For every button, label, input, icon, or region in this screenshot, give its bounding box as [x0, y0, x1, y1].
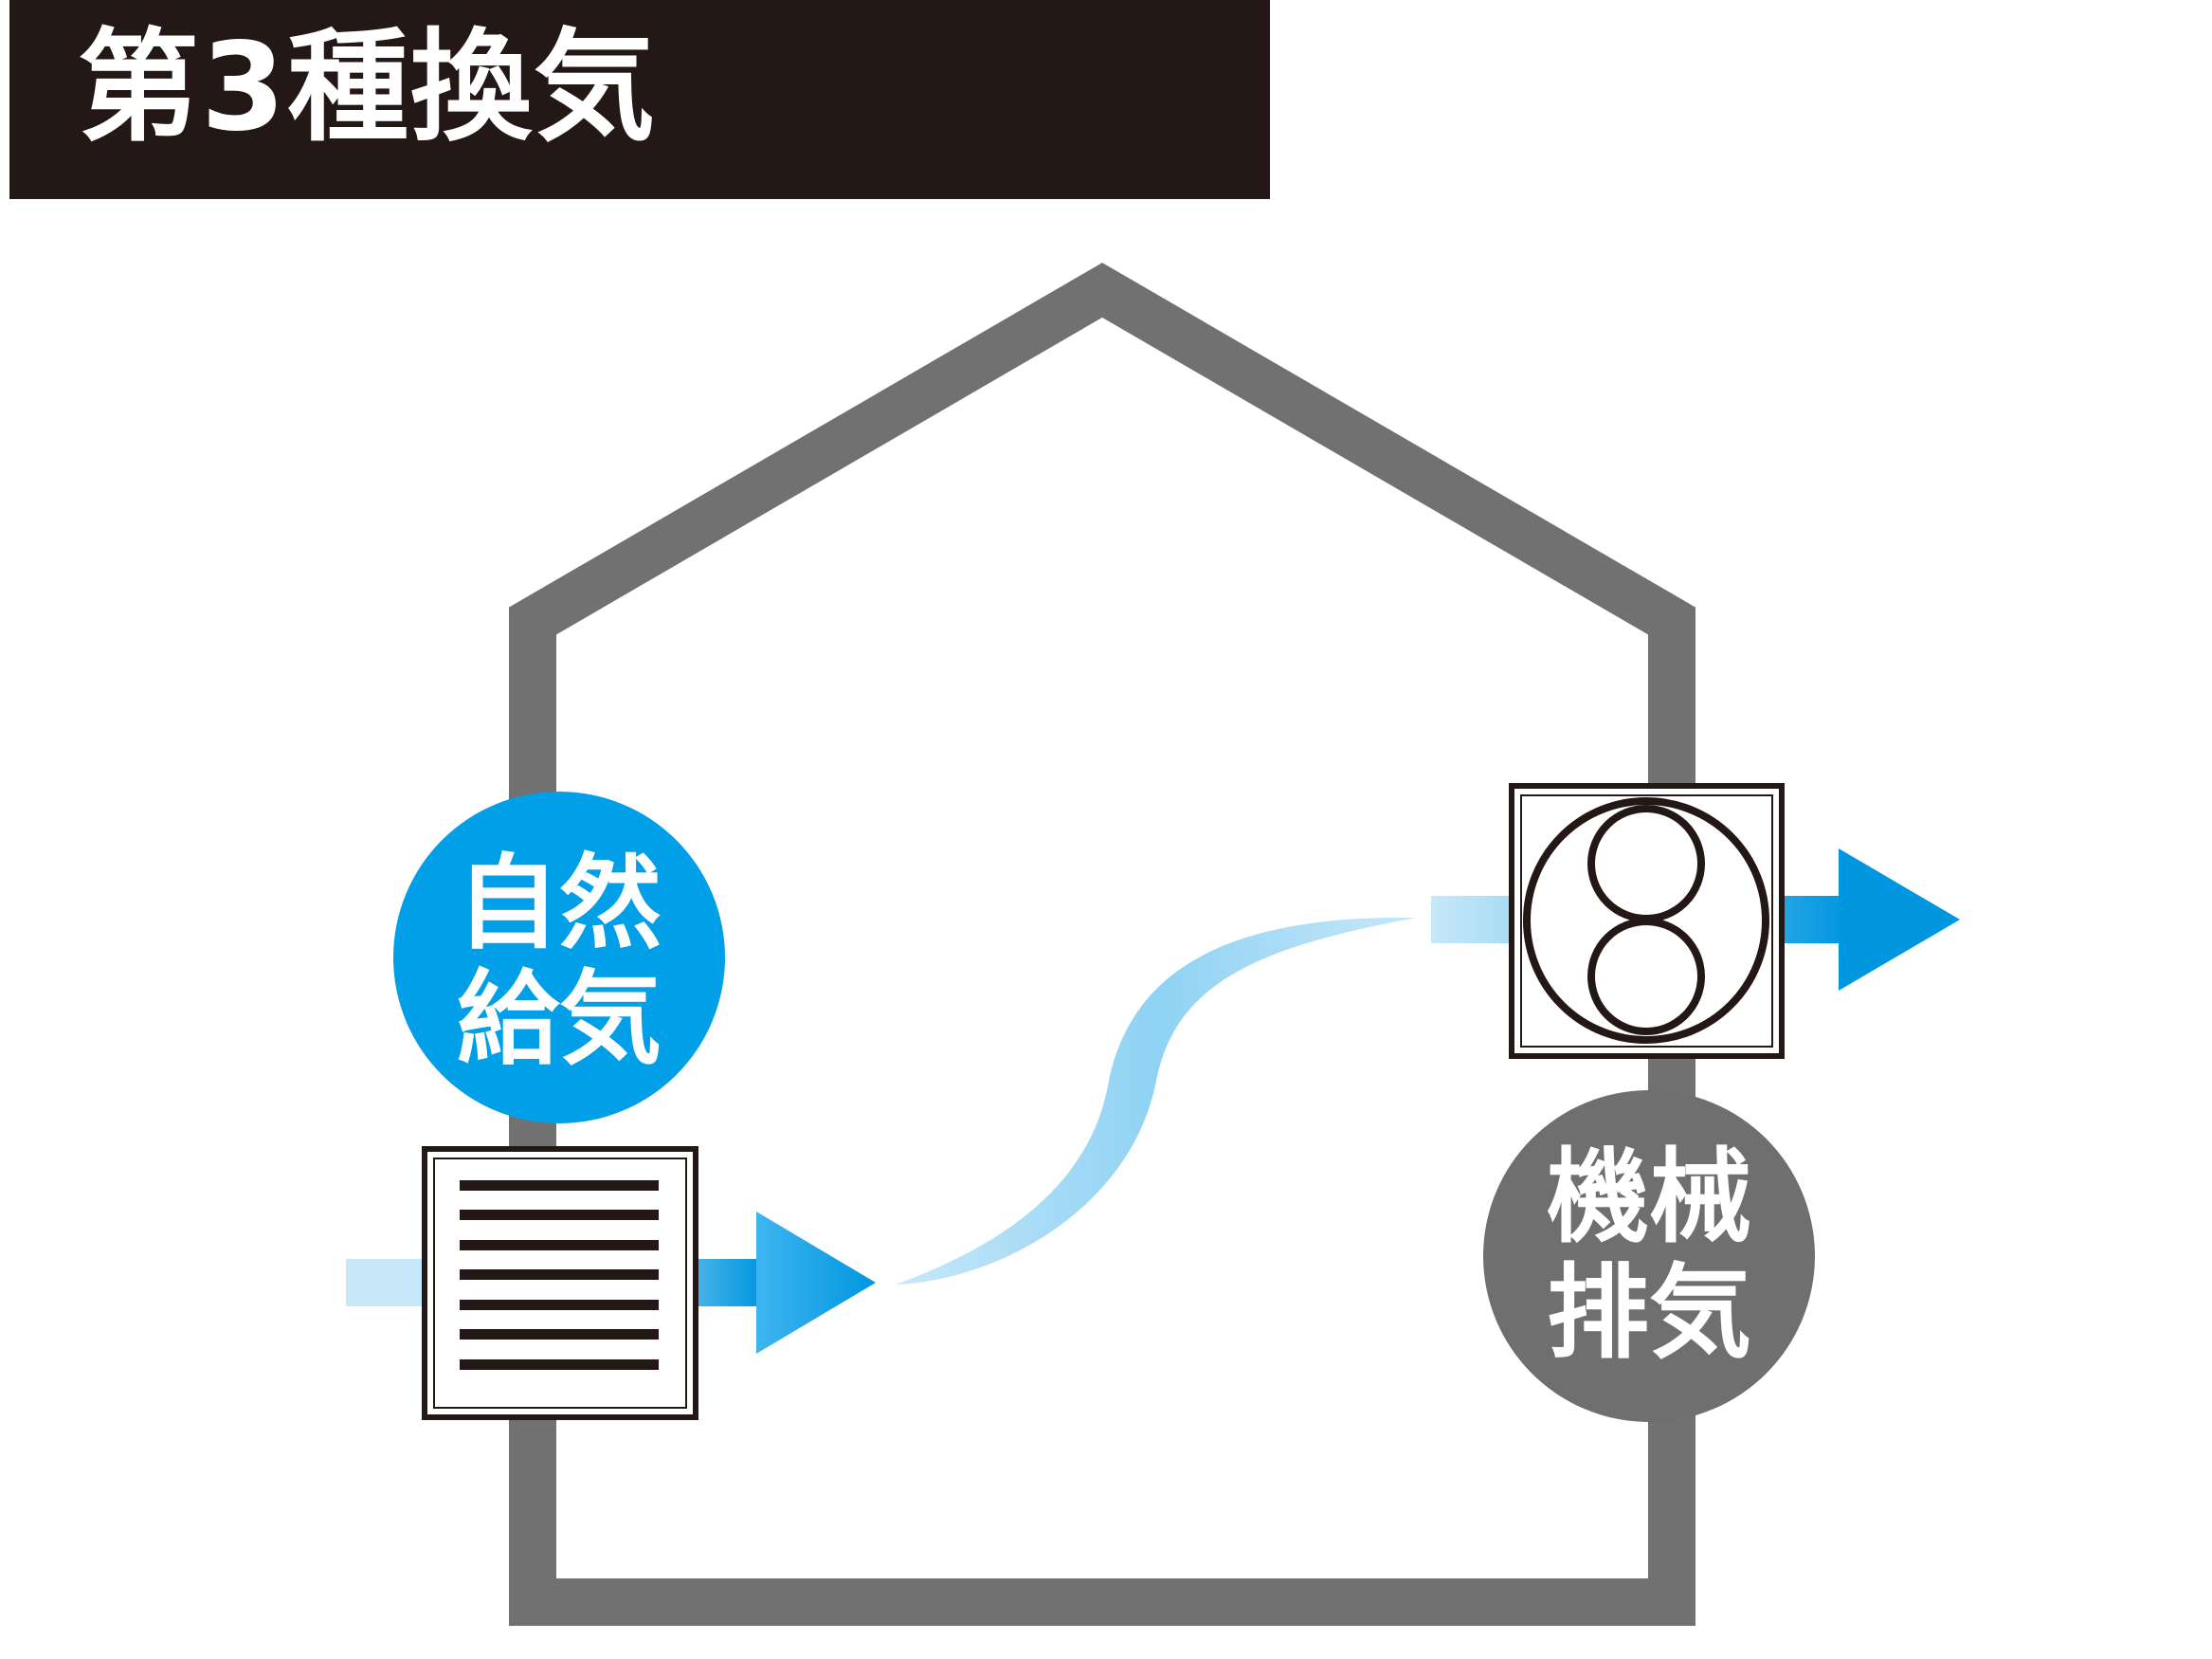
supply-label-line2: 給気: [457, 960, 662, 1079]
indoor-airflow-curve: [896, 917, 1417, 1285]
page-title: 第3種換気: [78, 17, 658, 158]
supply-label-line1: 自然: [457, 845, 662, 963]
natural-supply-badge: 自然 給気: [393, 792, 725, 1123]
mechanical-exhaust-badge: 機械 排気: [1483, 1090, 1815, 1422]
exhaust-fan-icon: [1509, 783, 1785, 1059]
vent-grille-icon: [422, 1146, 698, 1420]
exhaust-label-line1: 機械: [1547, 1139, 1751, 1257]
exhaust-label-line2: 排気: [1547, 1254, 1751, 1373]
house-outline: [509, 263, 1695, 1626]
title-banner: 第3種換気: [9, 0, 1270, 199]
